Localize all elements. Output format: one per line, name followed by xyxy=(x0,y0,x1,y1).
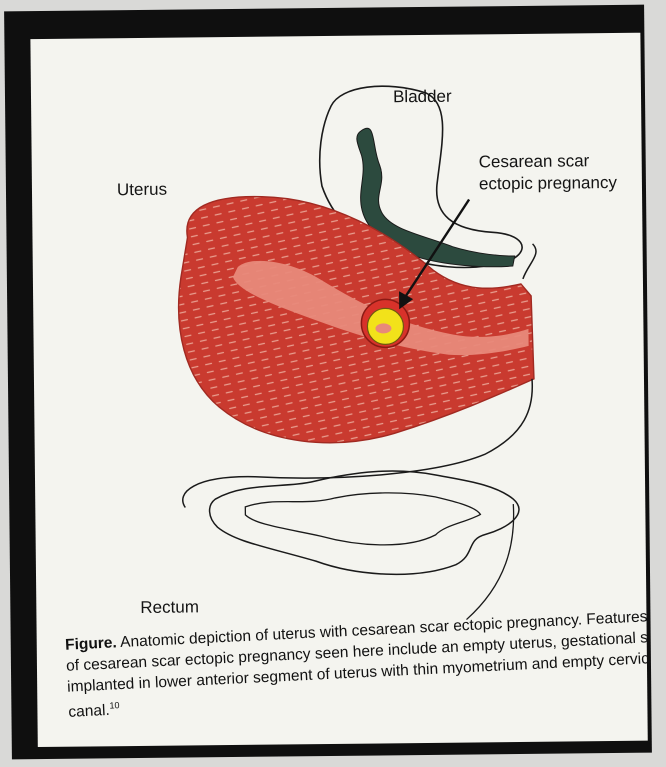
bladder-label: Bladder xyxy=(393,87,452,108)
ectopic-label: Cesarean scar ectopic pregnancy xyxy=(479,150,617,195)
vaginal-outline xyxy=(523,244,537,279)
rectum-label: Rectum xyxy=(140,597,199,618)
caption-prefix: Figure. xyxy=(65,634,117,654)
figure-frame: Bladder Uterus Cesarean scar ectopic pre… xyxy=(4,5,652,760)
figure-panel: Bladder Uterus Cesarean scar ectopic pre… xyxy=(30,33,647,747)
uterus-label: Uterus xyxy=(117,180,167,201)
rectum-inner xyxy=(245,492,481,546)
rectum-outline xyxy=(209,470,519,577)
posterior-outline xyxy=(465,504,514,619)
ectopic-label-line2: ectopic pregnancy xyxy=(479,172,617,195)
anatomy-diagram xyxy=(30,33,646,639)
ectopic-label-line1: Cesarean scar xyxy=(479,150,617,173)
caption-reference: 10 xyxy=(109,700,119,710)
